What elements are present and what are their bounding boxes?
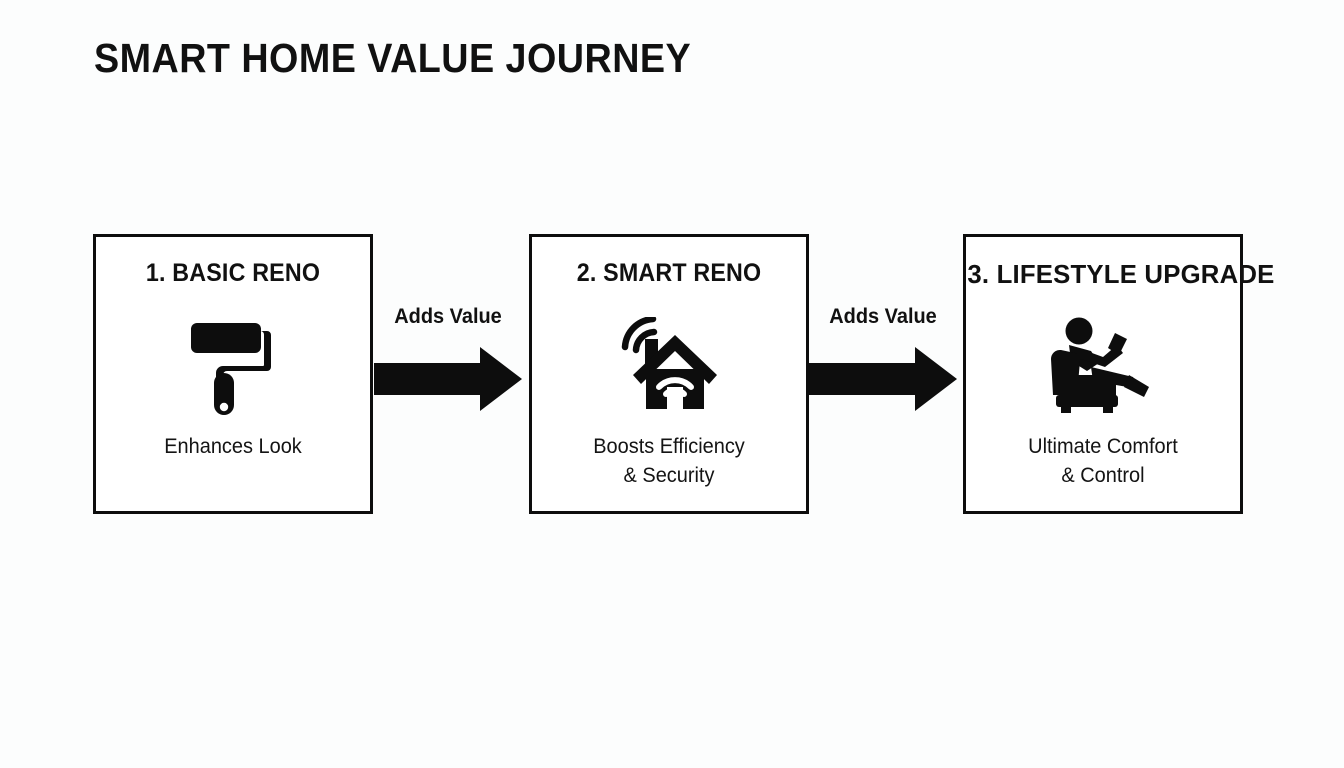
stage-1-caption: Enhances Look	[164, 435, 302, 458]
smart-home-wifi-icon	[621, 317, 717, 409]
stage-3-caption: Ultimate Comfort & Control	[1028, 435, 1178, 487]
stage-3-header: 3. LIFESTYLE UPGRADE	[967, 259, 1275, 289]
connector-1: Adds Value	[372, 305, 524, 417]
connector-2: Adds Value	[807, 305, 959, 417]
stage-2-icon-wrap	[532, 309, 806, 421]
stage-card-3[interactable]: 3. LIFESTYLE UPGRADE	[963, 234, 1275, 514]
page-title: SMART HOME VALUE JOURNEY	[94, 35, 692, 81]
connector-1-label: Adds Value	[394, 305, 502, 328]
stage-2-caption: Boosts Efficiency & Security	[593, 435, 745, 487]
connector-2-label: Adds Value	[829, 305, 937, 328]
right-arrow-icon	[374, 347, 522, 411]
right-arrow-icon	[809, 347, 957, 411]
stage-1-header: 1. BASIC RENO	[145, 259, 321, 287]
paint-roller-icon	[191, 323, 271, 415]
stage-card-2[interactable]: 2. SMART RENO Boosts Efficiency & Securi…	[529, 234, 809, 514]
stage-3-icon-wrap	[966, 309, 1240, 421]
stage-1-icon-wrap	[96, 309, 370, 421]
person-in-recliner-with-tablet-icon	[1050, 317, 1149, 413]
stage-card-1[interactable]: 1. BASIC RENO Enhances Look	[93, 234, 373, 514]
stage-2-header: 2. SMART RENO	[576, 259, 762, 287]
